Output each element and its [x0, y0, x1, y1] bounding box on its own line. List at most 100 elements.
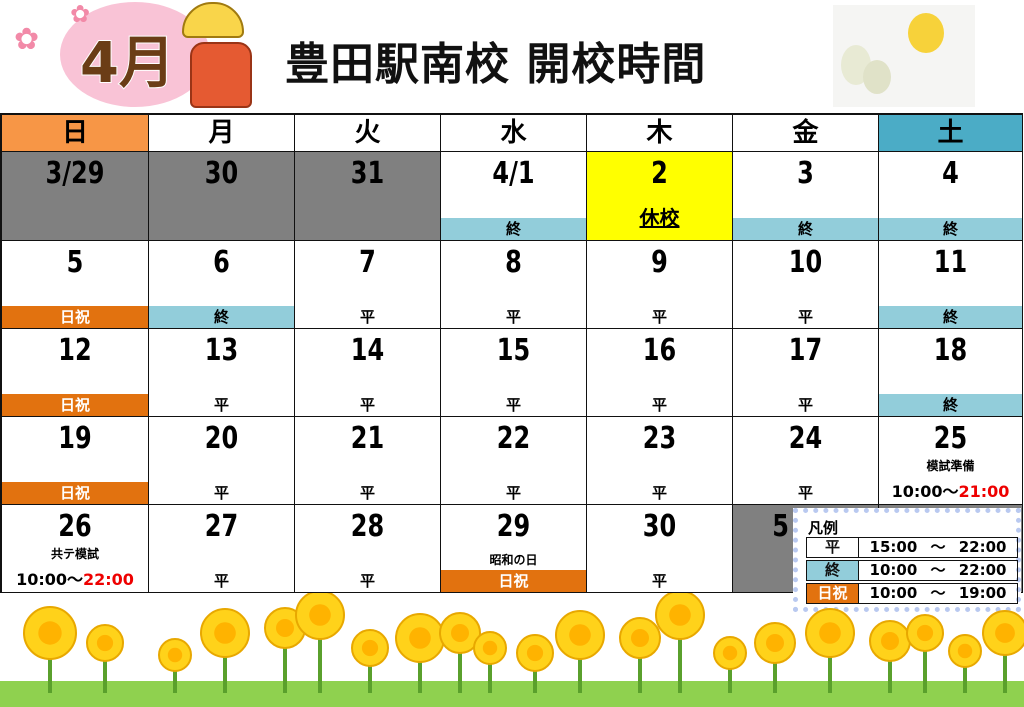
day-cell[interactable]: 10 平 [733, 241, 879, 329]
special-hours: 10:00～22:00 [2, 566, 148, 590]
school-hat-icon [182, 2, 244, 38]
dandelion-icon [754, 622, 796, 693]
dandelion-icon [395, 613, 445, 693]
hours-type-label: 終 [441, 218, 586, 240]
hours-type-label: 平 [505, 484, 521, 502]
hours-type-label: 平 [213, 572, 229, 590]
special-hours: 10:00～21:00 [879, 478, 1022, 502]
day-number: 13 [204, 333, 239, 368]
legend-hours: 15:00 ～ 22:00 [869, 538, 1007, 556]
day-note: 模試準備 [926, 459, 975, 473]
dandelion-icon [906, 614, 944, 693]
day-number: 9 [651, 245, 668, 280]
day-cell[interactable]: 31 [295, 152, 441, 241]
day-cell[interactable]: 16 平 [587, 329, 733, 417]
sakura-icon: ✿ [70, 0, 91, 28]
day-cell[interactable]: 3/29 [2, 152, 149, 241]
hours-type-label: 平 [213, 396, 229, 414]
day-cell[interactable]: 30 [149, 152, 295, 241]
hours-type-label: 平 [651, 484, 667, 502]
dandelion-icon [948, 634, 982, 693]
dandelion-icon [351, 629, 389, 693]
day-cell[interactable]: 26 共テ模試 10:00～22:00 [2, 505, 149, 593]
hours-type-label: 終 [149, 306, 294, 328]
hours-type-label: 日祝 [441, 570, 586, 592]
butterfly-illustration [833, 5, 975, 107]
dandelion-icon [982, 610, 1024, 693]
hours-type-label: 平 [797, 396, 813, 414]
hours-type-label: 終 [879, 394, 1022, 416]
day-note: 共テ模試 [50, 547, 99, 561]
hours-type-label: 平 [359, 572, 375, 590]
closed-label: 休校 [639, 206, 680, 230]
dandelion-icon [23, 606, 77, 693]
day-number: 5 [66, 245, 84, 280]
day-number: 19 [58, 421, 92, 456]
day-number: 18 [933, 333, 968, 368]
day-cell[interactable]: 12 日祝 [2, 329, 149, 417]
hours-type-label: 平 [651, 396, 667, 414]
day-number: 23 [642, 421, 677, 456]
dandelion-icon [713, 636, 747, 693]
hours-end: 22:00 [83, 570, 134, 589]
day-cell[interactable]: 23 平 [587, 417, 733, 505]
school-bag-icon [190, 42, 252, 108]
day-cell[interactable]: 18 終 [879, 329, 1023, 417]
day-cell[interactable]: 4/1 終 [441, 152, 587, 241]
dandelion-icon [619, 617, 661, 693]
hours-type-label: 平 [651, 308, 667, 326]
day-number: 21 [350, 421, 385, 456]
day-number: 20 [204, 421, 239, 456]
day-number: 10 [788, 245, 823, 280]
grass [0, 681, 1024, 707]
day-cell[interactable]: 13 平 [149, 329, 295, 417]
weekday-header: 金 [733, 115, 879, 152]
dandelion-icon [869, 620, 911, 693]
hours-type-label: 平 [797, 308, 813, 326]
day-number: 26 [58, 509, 92, 544]
day-cell[interactable]: 30 平 [587, 505, 733, 593]
day-number: 14 [350, 333, 385, 368]
hours-type-label: 平 [505, 308, 521, 326]
day-number: 7 [359, 245, 376, 280]
day-number: 8 [505, 245, 522, 280]
hours-type-label: 平 [651, 572, 667, 590]
legend-hours: 10:00 ～ 19:00 [869, 584, 1007, 602]
hours-type-label: 平 [359, 308, 375, 326]
dandelion-icon [439, 612, 481, 693]
hours-type-label: 平 [797, 484, 813, 502]
day-number: 12 [58, 333, 92, 368]
month-label: 4月 [79, 30, 176, 97]
legend-key: 終 [807, 561, 859, 580]
day-number: 4/1 [492, 156, 535, 191]
day-number: 4 [942, 156, 959, 191]
day-number: 11 [933, 245, 968, 280]
dandelion-icon [655, 593, 705, 693]
day-number: 30 [642, 509, 677, 544]
day-number: 16 [642, 333, 677, 368]
hours-type-label: 日祝 [2, 394, 148, 416]
